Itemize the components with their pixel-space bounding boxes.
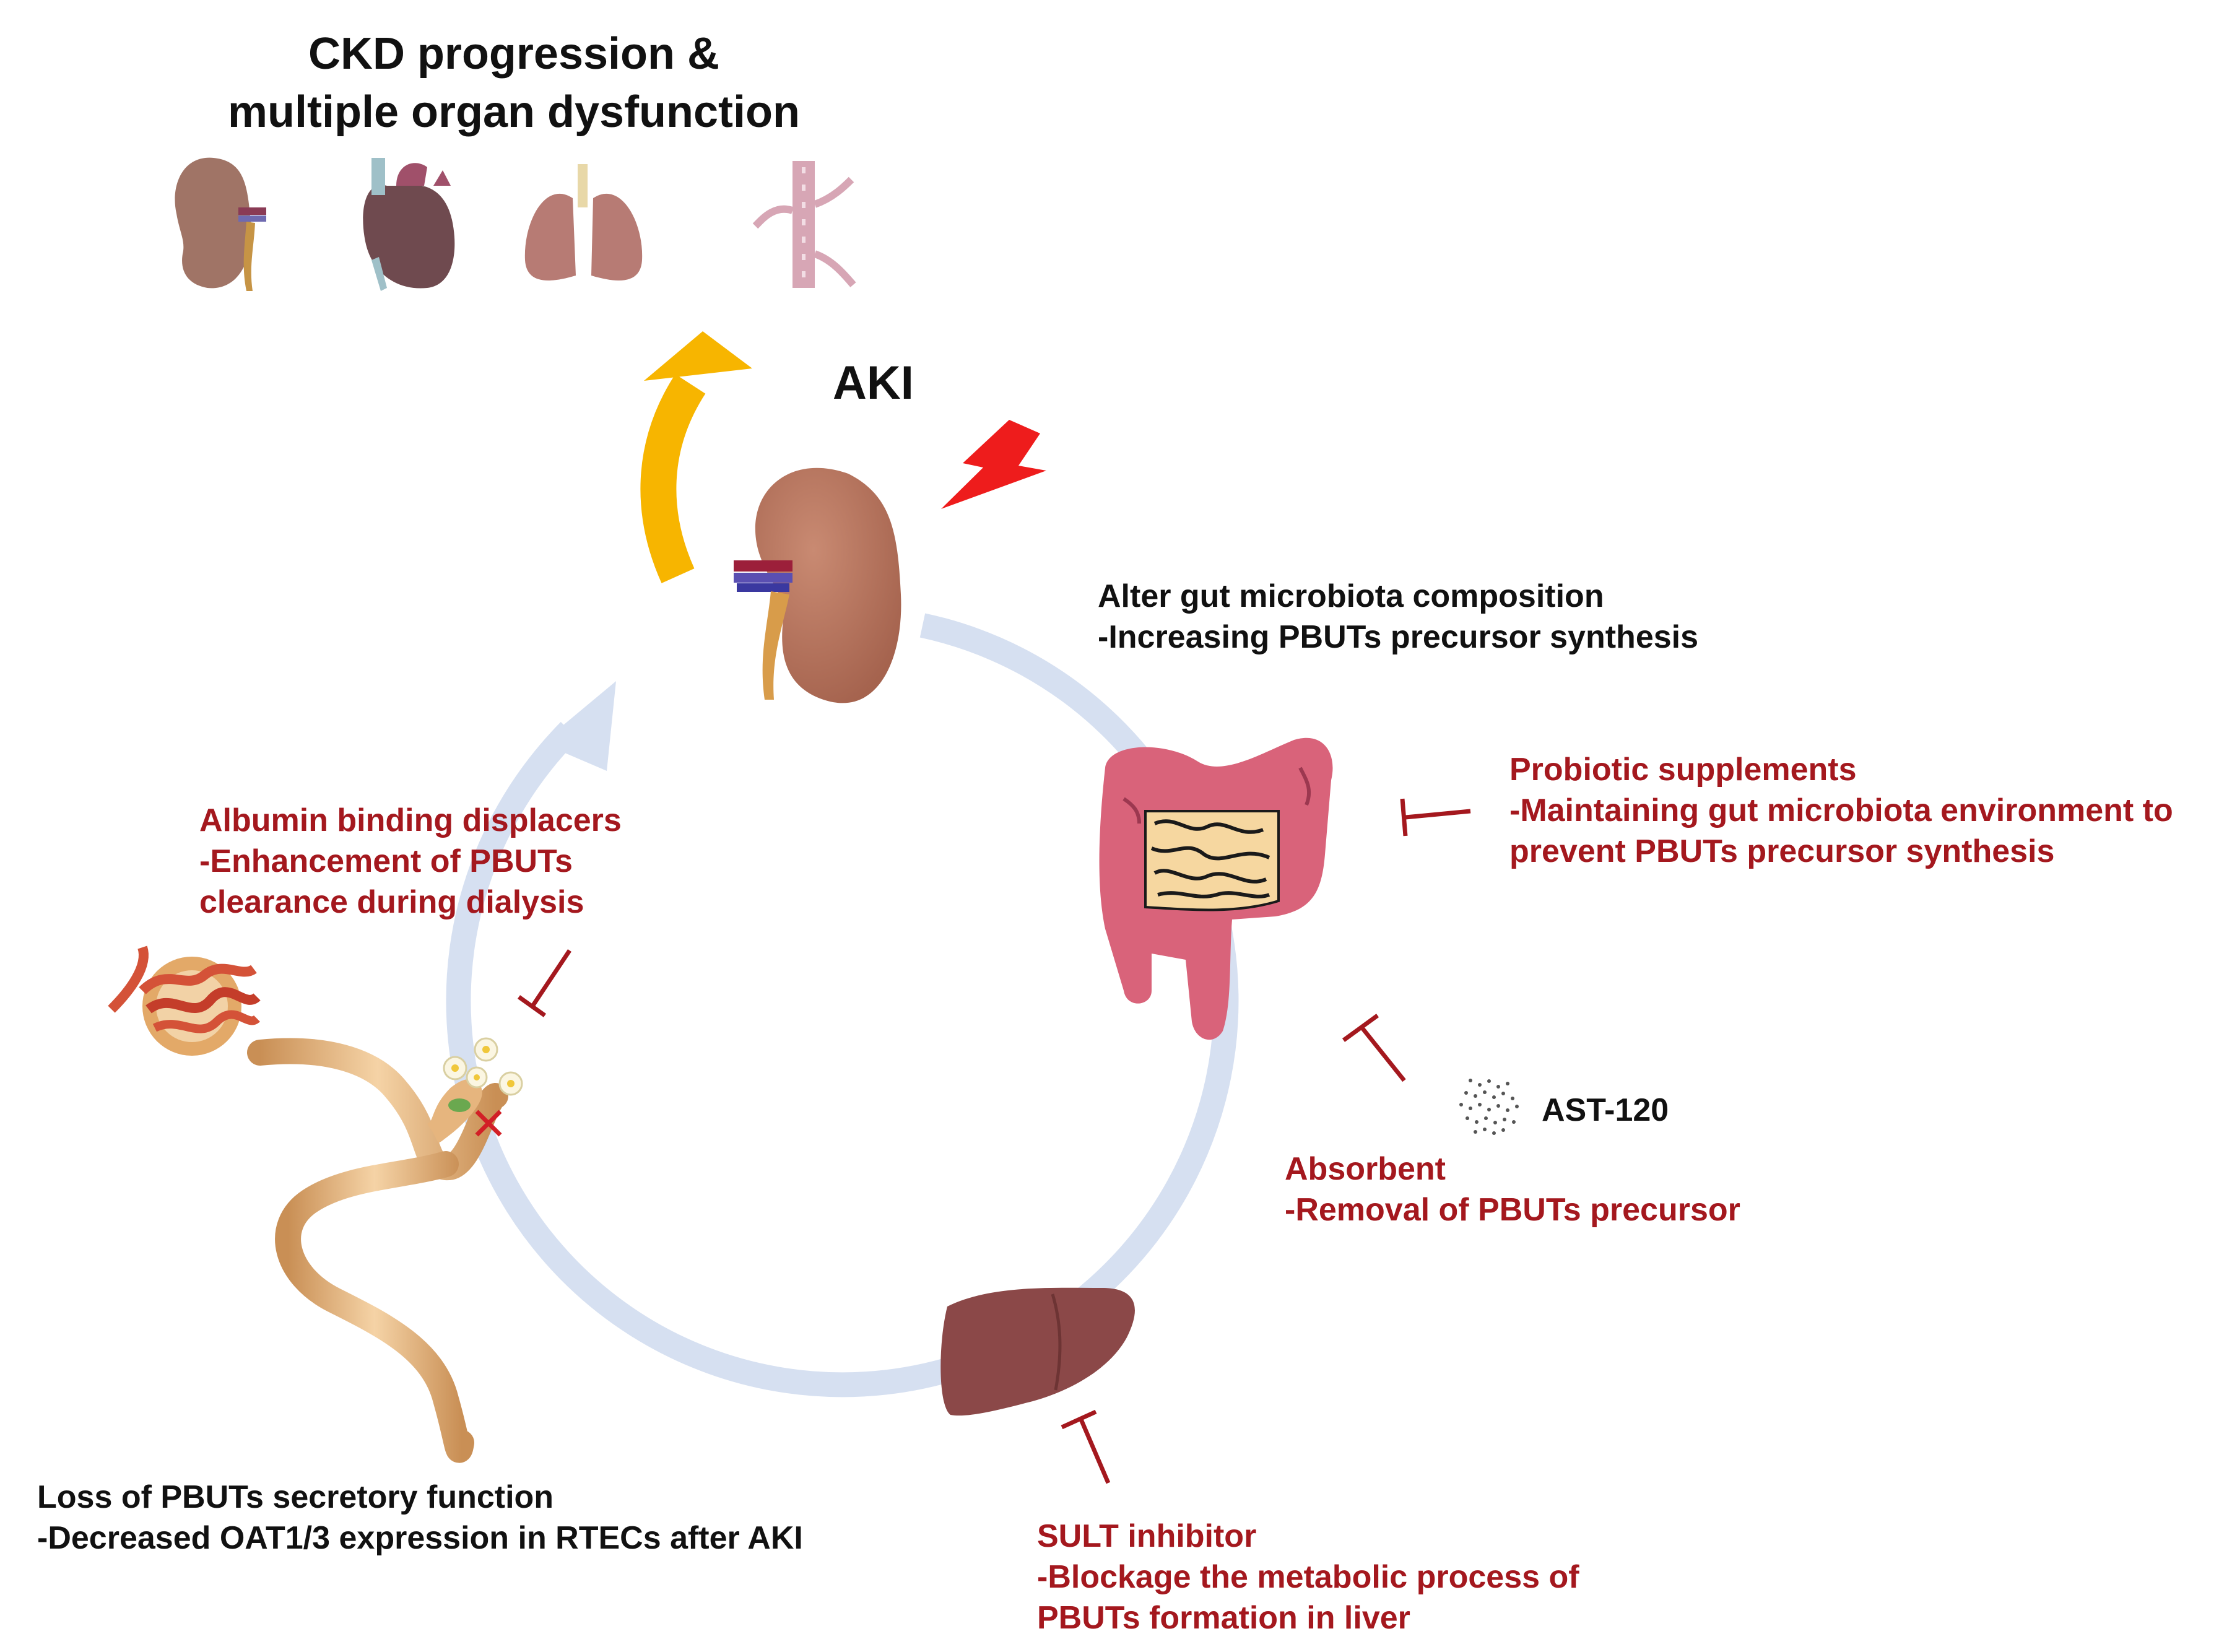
secretory-line-1: Loss of PBUTs secretory function	[37, 1479, 554, 1515]
title-line-1: CKD progression &	[308, 29, 720, 79]
albumin-line-1: Albumin binding displacers	[199, 802, 622, 838]
lungs-icon	[524, 164, 643, 280]
albumin-line-2: -Enhancement of PBUTs	[199, 843, 573, 879]
probiotic-line-1: Probiotic supplements	[1509, 752, 1857, 788]
pbut-molecules-icon	[443, 1037, 523, 1096]
blocked-x-icon	[475, 1110, 502, 1137]
sult-line-1: SULT inhibitor	[1037, 1518, 1257, 1554]
absorbent-line-1: Absorbent	[1285, 1151, 1446, 1187]
secretory-line-2: -Decreased OAT1/3 expression in RTECs af…	[37, 1520, 803, 1556]
central-kidney-icon	[734, 467, 901, 703]
ast120-label: AST-120	[1542, 1092, 1669, 1128]
sult-line-3: PBUTs formation in liver	[1037, 1600, 1410, 1636]
absorbent-line-2: -Removal of PBUTs precursor	[1285, 1192, 1740, 1228]
progression-arrow-icon	[640, 331, 752, 583]
albumin-label: Albumin binding displacers -Enhancement …	[199, 800, 622, 923]
probiotic-label: Probiotic supplements -Maintaining gut m…	[1509, 749, 2173, 872]
kidney-icon	[175, 157, 266, 291]
nephron-icon	[108, 946, 508, 1463]
transporter-icon	[448, 1098, 471, 1112]
gut-effect-line-2: -Increasing PBUTs precursor synthesis	[1098, 619, 1699, 655]
secretory-label: Loss of PBUTs secretory function -Decrea…	[37, 1477, 803, 1559]
title-block: CKD progression & multiple organ dysfunc…	[186, 25, 842, 141]
ast120-particles-icon	[1459, 1079, 1519, 1135]
gut-effect-label: Alter gut microbiota composition -Increa…	[1098, 576, 1698, 658]
probiotic-line-3: prevent PBUTs precursor synthesis	[1509, 833, 2055, 869]
gut-effect-line-1: Alter gut microbiota composition	[1098, 578, 1604, 614]
absorbent-label: Absorbent -Removal of PBUTs precursor	[1285, 1149, 1740, 1230]
liver-icon	[940, 1287, 1135, 1416]
title-line-2: multiple organ dysfunction	[227, 87, 800, 137]
cycle-arrowhead-icon	[542, 681, 616, 771]
aki-label: AKI	[833, 357, 914, 409]
sult-line-2: -Blockage the metabolic process of	[1037, 1559, 1579, 1595]
sult-inhibit-icon	[1061, 1409, 1111, 1484]
albumin-inhibit-icon	[517, 949, 571, 1017]
blood-vessel-icon	[752, 161, 856, 288]
lightning-icon	[941, 420, 1046, 509]
probiotic-inhibit-icon	[1400, 798, 1471, 837]
colon-icon	[1099, 737, 1333, 1040]
probiotic-line-2: -Maintaining gut microbiota environment …	[1509, 793, 2173, 828]
sult-label: SULT inhibitor -Blockage the metabolic p…	[1037, 1516, 1579, 1638]
heart-icon	[363, 158, 455, 291]
absorbent-inhibit-icon	[1342, 1014, 1406, 1082]
albumin-line-3: clearance during dialysis	[199, 884, 584, 920]
